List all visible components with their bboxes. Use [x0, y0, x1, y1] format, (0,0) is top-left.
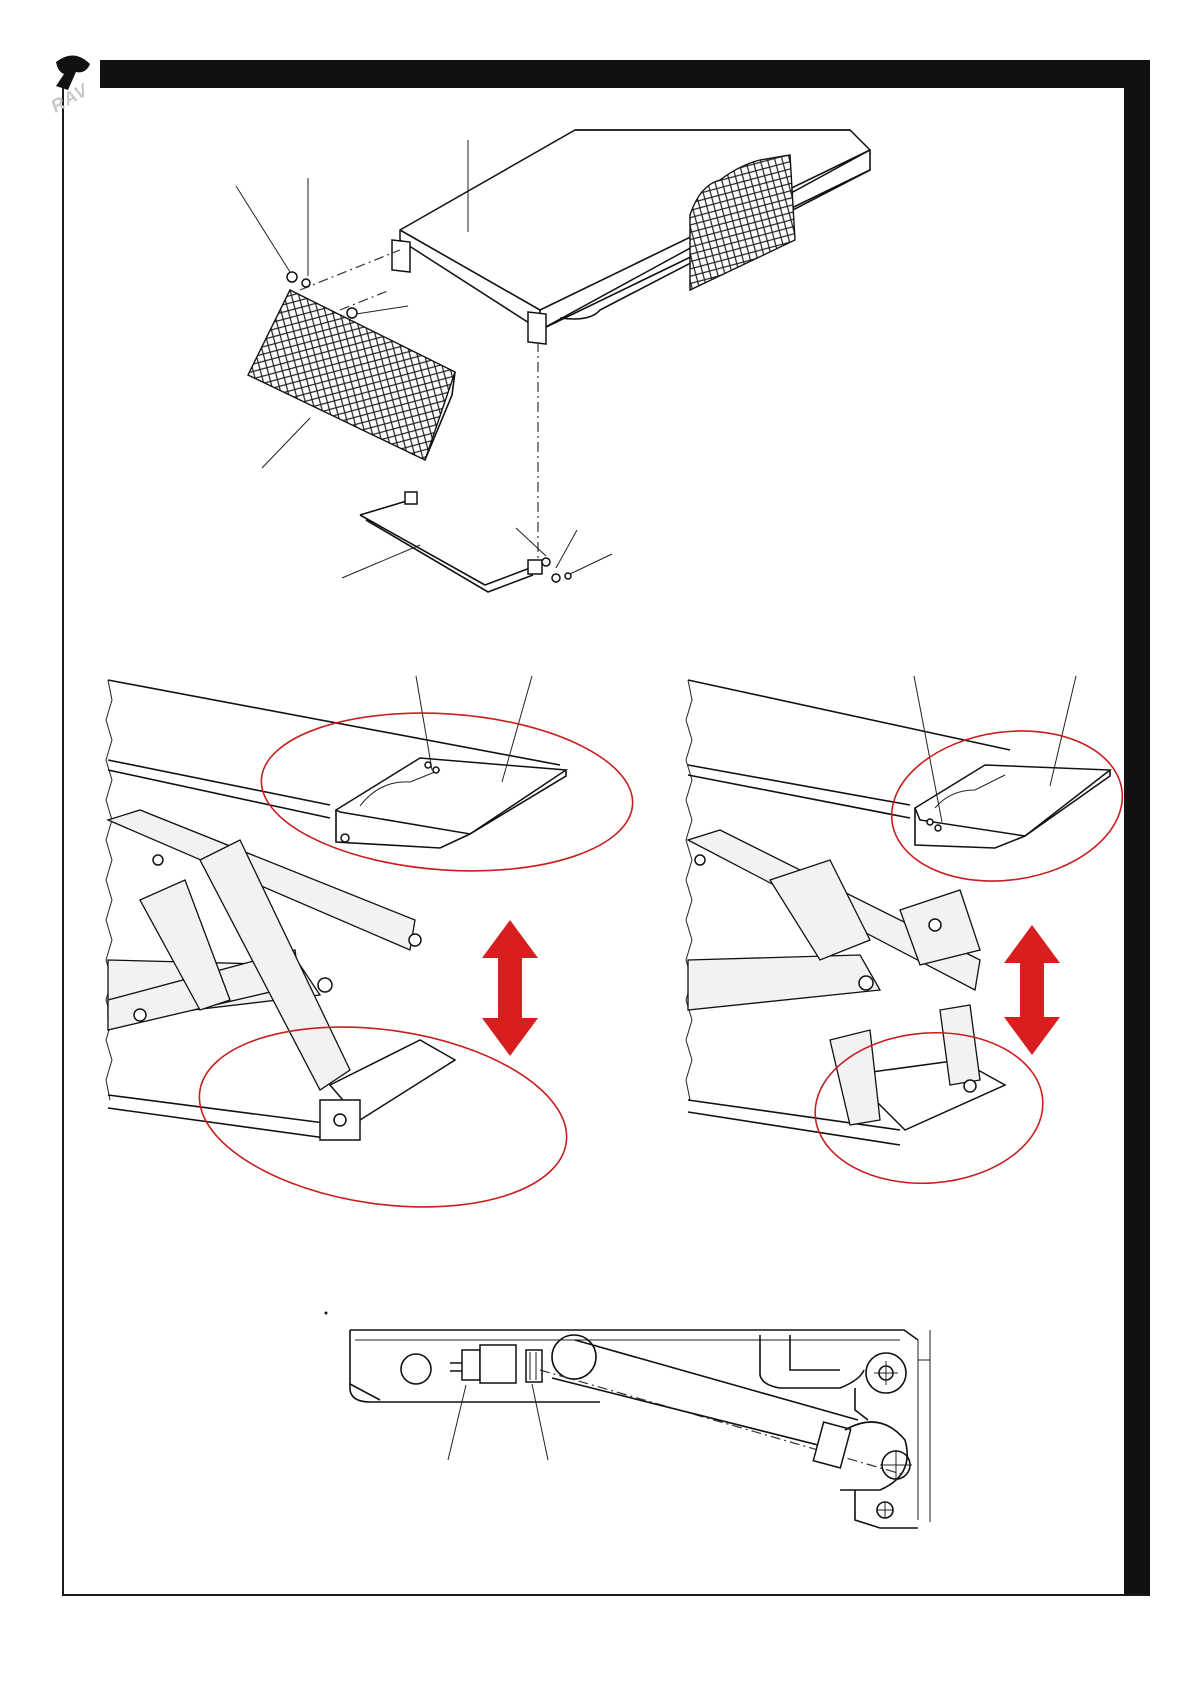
linkage-detail-drawing [325, 1312, 931, 1529]
ramp-exploded-view-drawing [236, 130, 870, 592]
up-down-arrow-icon-2 [1004, 925, 1060, 1055]
lift-lowered-drawing [106, 676, 638, 1229]
lift-raised-drawing [686, 676, 1132, 1191]
up-down-arrow-icon [482, 920, 538, 1056]
